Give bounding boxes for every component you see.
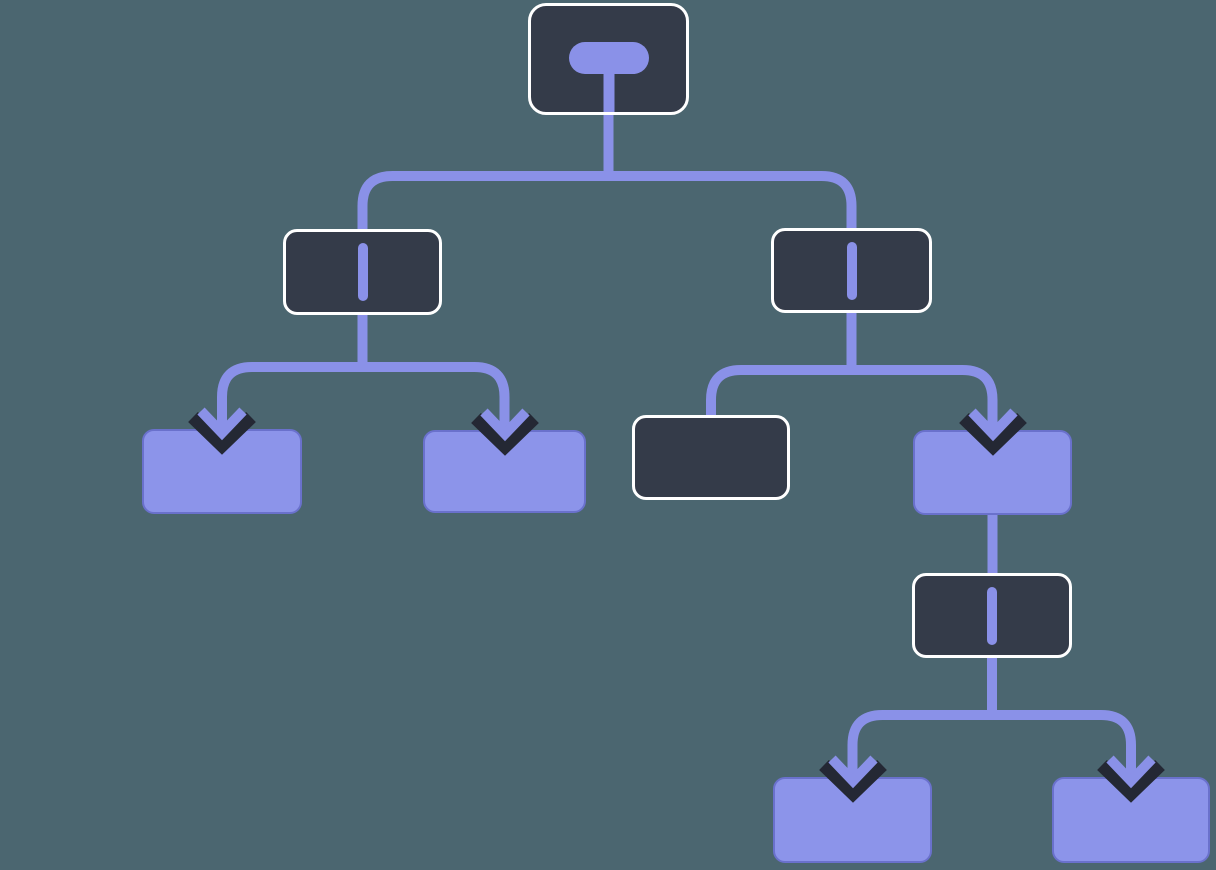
pass-through-line-icon — [846, 241, 857, 300]
pass-through-line-icon — [357, 243, 368, 301]
tree-node-leaf-bottom-right[interactable] — [1052, 777, 1210, 863]
tree-node-leaf-right-dark[interactable] — [632, 415, 790, 500]
tree-node-leaf-left-2[interactable] — [423, 430, 586, 513]
tree-node-leaf-left-1[interactable] — [142, 429, 302, 514]
tree-node-root[interactable] — [528, 3, 689, 115]
tree-node-branch-left[interactable] — [283, 229, 442, 315]
tree-node-leaf-bottom-left[interactable] — [773, 777, 932, 863]
root-pill-stem — [603, 70, 614, 112]
tree-node-branch-right[interactable] — [771, 228, 932, 313]
pass-through-line-icon — [987, 586, 997, 645]
root-pill-icon — [568, 42, 649, 74]
tree-node-leaf-right-purple[interactable] — [913, 430, 1072, 515]
tree-node-branch-bottom[interactable] — [912, 573, 1072, 658]
